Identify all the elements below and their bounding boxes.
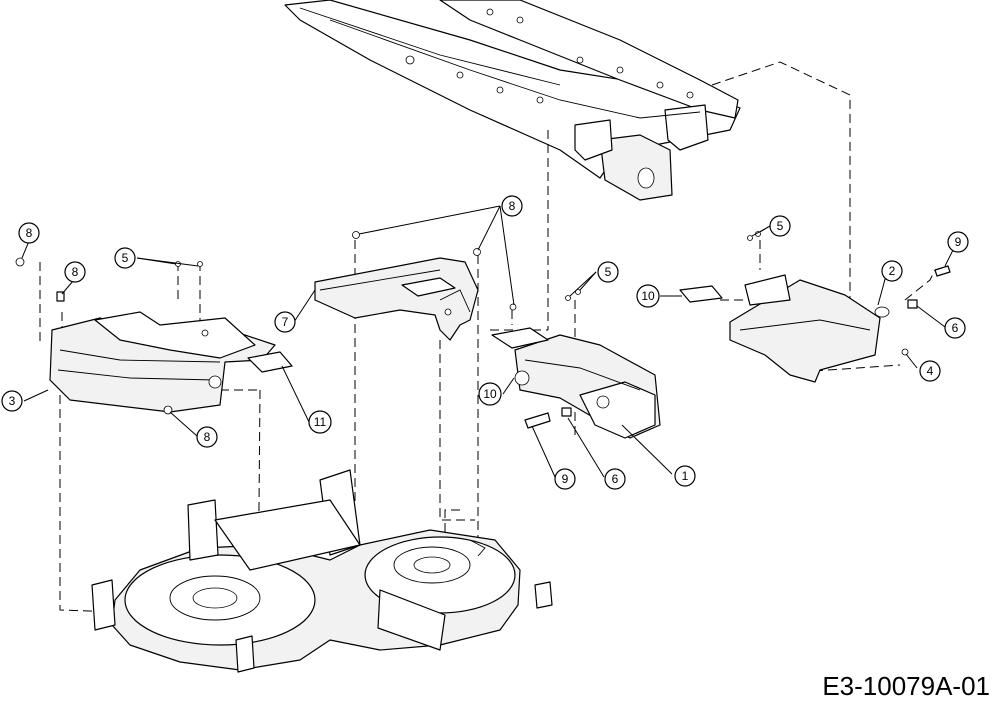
callout-1: 1 [674, 465, 696, 487]
svg-text:8: 8 [26, 226, 33, 240]
tractor-frame [284, 0, 741, 201]
callout-10b: 10 [636, 284, 660, 308]
callout-5a: 5 [114, 247, 136, 269]
part-10-plate-center [491, 327, 549, 349]
callout-8a: 8 [18, 222, 40, 244]
part-2-right-bracket [729, 274, 890, 383]
callout-4: 4 [919, 360, 941, 382]
part-11-plate [247, 351, 293, 373]
callout-10a: 10 [478, 382, 502, 406]
svg-text:11: 11 [314, 415, 327, 429]
mower-deck [91, 469, 553, 673]
leader-lines [21, 205, 957, 478]
callout-7: 7 [274, 311, 296, 333]
svg-text:3: 3 [9, 394, 16, 408]
part-1-center-bracket [514, 334, 661, 439]
callout-6b: 6 [944, 317, 966, 339]
callout-2: 2 [881, 260, 903, 282]
svg-text:6: 6 [952, 321, 959, 335]
callout-9a: 9 [554, 468, 576, 490]
callout-3: 3 [1, 390, 23, 412]
svg-text:6: 6 [612, 472, 619, 486]
callout-6a: 6 [604, 468, 626, 490]
svg-text:8: 8 [204, 430, 211, 444]
svg-text:5: 5 [605, 265, 612, 279]
callout-11: 11 [308, 410, 332, 434]
drawing-number: E3-10079A-01 [822, 671, 990, 701]
svg-text:8: 8 [509, 199, 516, 213]
part-3-left-belt-cover [49, 311, 276, 413]
svg-text:1: 1 [682, 469, 689, 483]
svg-text:9: 9 [955, 235, 962, 249]
svg-text:10: 10 [483, 387, 497, 401]
part-10-plate-right [679, 285, 723, 303]
svg-text:8: 8 [72, 265, 79, 279]
callout-9b: 9 [947, 231, 969, 253]
svg-text:5: 5 [122, 251, 129, 265]
callout-8c: 8 [196, 426, 218, 448]
callout-8d: 8 [501, 195, 523, 217]
svg-text:2: 2 [889, 264, 896, 278]
callout-5c: 5 [769, 215, 791, 237]
svg-text:10: 10 [641, 289, 655, 303]
callout-5b: 5 [597, 261, 619, 283]
svg-text:7: 7 [282, 315, 289, 329]
svg-text:4: 4 [927, 364, 934, 378]
part-7-center-cover [314, 257, 479, 341]
svg-text:5: 5 [777, 219, 784, 233]
svg-text:9: 9 [562, 472, 569, 486]
callout-8b: 8 [64, 261, 86, 283]
